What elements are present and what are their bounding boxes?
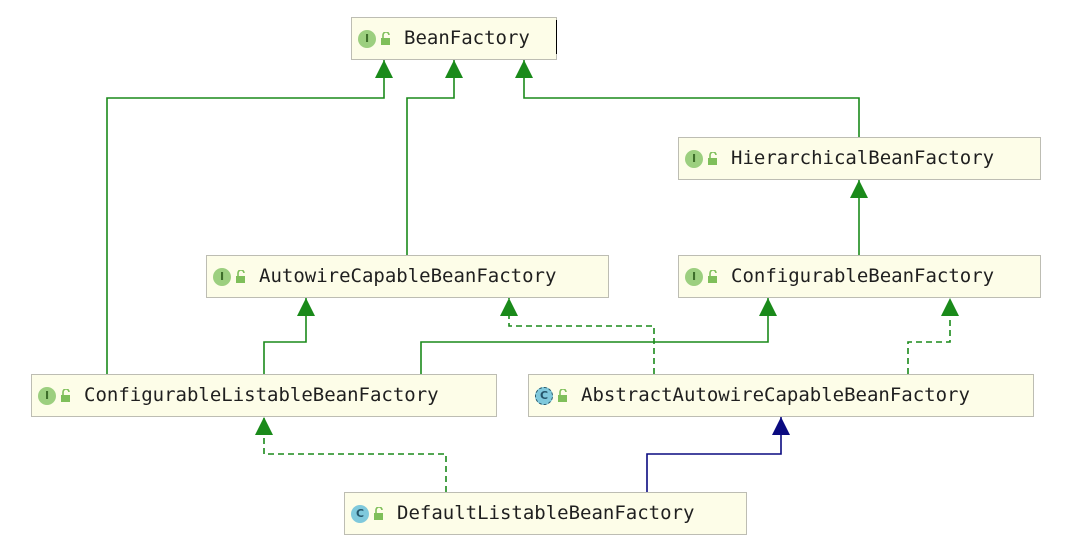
edge-abstract-to-autowire [508, 298, 655, 374]
interface-icon: I [358, 29, 376, 48]
edge-abstract-to-autowire-arrowhead [500, 298, 518, 316]
edge-hierarchical-to-bean-factory-arrowhead [515, 60, 533, 78]
unlock-icon [708, 269, 717, 283]
edge-configurable-to-hierarchical-arrowhead [850, 180, 868, 198]
node-abstract-autowire-capable-bean-factory[interactable]: C AbstractAutowireCapableBeanFactory [528, 374, 1034, 417]
node-label: DefaultListableBeanFactory [397, 502, 695, 524]
unlock-icon [236, 269, 245, 283]
node-label: AbstractAutowireCapableBeanFactory [581, 384, 970, 406]
node-autowire-capable-bean-factory[interactable]: I AutowireCapableBeanFactory [206, 255, 609, 298]
edge-default-to-configurable-listable-arrowhead [255, 417, 273, 435]
edge-configurable-listable-to-bean-factory [106, 60, 385, 374]
node-hierarchical-bean-factory[interactable]: I HierarchicalBeanFactory [678, 137, 1041, 180]
unlock-icon [381, 31, 390, 45]
node-bean-factory[interactable]: I BeanFactory [351, 17, 557, 60]
edge-autowire-to-bean-factory-arrowhead [445, 60, 463, 78]
node-configurable-listable-bean-factory[interactable]: I ConfigurableListableBeanFactory [31, 374, 497, 417]
edge-default-to-abstract [646, 417, 782, 492]
edge-default-to-abstract-arrowhead [772, 417, 790, 435]
unlock-icon [558, 388, 567, 402]
node-label: AutowireCapableBeanFactory [259, 265, 557, 287]
interface-icon: I [38, 386, 56, 405]
edge-abstract-to-configurable [907, 298, 951, 374]
unlock-icon [374, 506, 383, 520]
node-label: HierarchicalBeanFactory [731, 147, 995, 169]
unlock-icon [708, 151, 717, 165]
edges-layer [106, 60, 959, 492]
edge-autowire-to-bean-factory [406, 60, 455, 255]
node-label: ConfigurableListableBeanFactory [84, 384, 439, 406]
node-label: ConfigurableBeanFactory [731, 265, 995, 287]
class-icon: C [351, 504, 369, 523]
interface-icon: I [685, 149, 703, 168]
node-default-listable-bean-factory[interactable]: C DefaultListableBeanFactory [344, 492, 747, 535]
node-configurable-bean-factory[interactable]: I ConfigurableBeanFactory [678, 255, 1041, 298]
text-cursor [556, 20, 557, 54]
edge-configurable-listable-to-autowire-arrowhead [297, 298, 315, 316]
unlock-icon [61, 388, 70, 402]
edge-abstract-to-configurable-arrowhead [941, 298, 959, 316]
edge-configurable-listable-to-configurable-arrowhead [759, 298, 777, 316]
edge-default-to-configurable-listable [263, 417, 447, 492]
abstract-class-icon: C [535, 386, 553, 405]
node-label: BeanFactory [404, 27, 530, 49]
interface-icon: I [213, 267, 231, 286]
edge-hierarchical-to-bean-factory [523, 60, 860, 137]
edge-configurable-listable-to-configurable [420, 298, 769, 374]
edge-configurable-listable-to-autowire [263, 298, 307, 374]
edge-configurable-listable-to-bean-factory-arrowhead [375, 60, 393, 78]
interface-icon: I [685, 267, 703, 286]
